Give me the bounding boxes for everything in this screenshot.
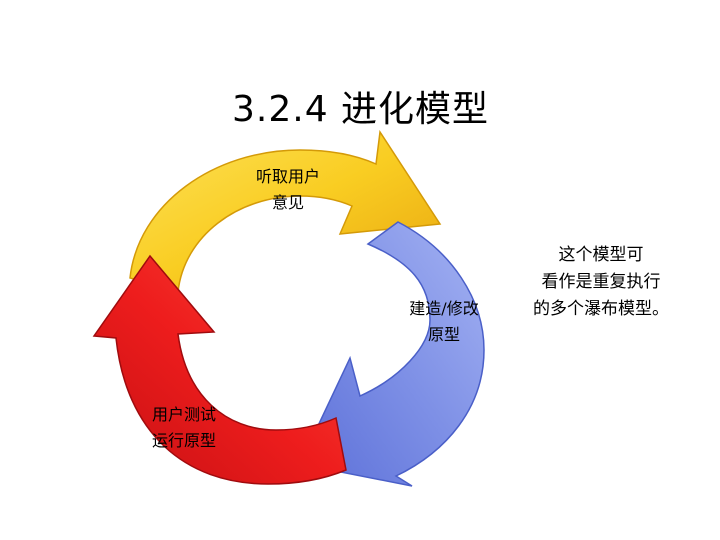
arrow-user-test-prototype <box>92 254 347 485</box>
side-note-line1: 这个模型可 <box>558 245 644 265</box>
stage-label-build: 建造/修改 原型 <box>394 296 494 348</box>
side-note-line3: 的多个瀑布模型。 <box>533 299 669 319</box>
stage-label-build-line2: 原型 <box>427 325 460 344</box>
stage-label-test-line1: 用户测试 <box>152 405 217 424</box>
stage-label-build-line1: 建造/修改 <box>409 299 479 318</box>
arrow-listen-to-user <box>129 129 442 293</box>
stage-label-test-line2: 运行原型 <box>152 431 217 450</box>
stage-label-listen-line1: 听取用户 <box>255 167 320 186</box>
stage-label-test: 用户测试 运行原型 <box>152 402 248 454</box>
stage-label-listen: 听取用户 意见 <box>238 164 338 216</box>
slide-title: 3.2.4 进化模型 <box>232 89 490 130</box>
side-note-line2: 看作是重复执行 <box>541 272 661 292</box>
arrow-build-modify-prototype <box>298 221 485 487</box>
side-note: 这个模型可 看作是重复执行 的多个瀑布模型。 <box>512 242 690 323</box>
stage-label-listen-line2: 意见 <box>271 193 304 212</box>
